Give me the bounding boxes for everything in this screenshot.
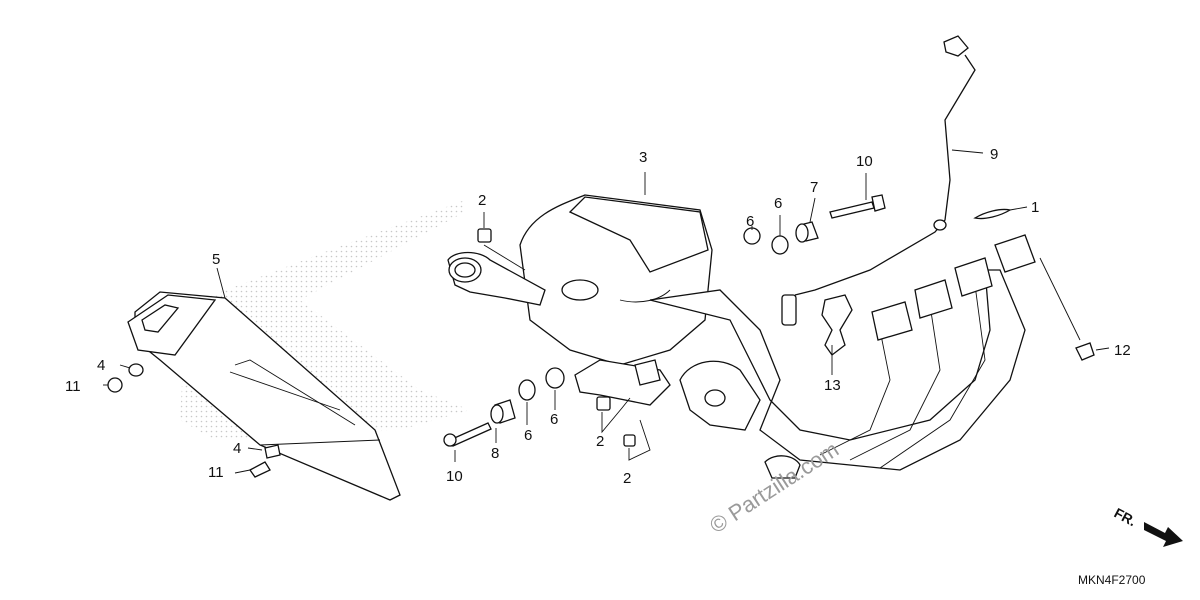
rubber-mount-6-lower-a[interactable] [518, 379, 536, 401]
callout-7: 7 [810, 179, 818, 196]
callout-9: 9 [990, 146, 998, 163]
drawing-code: MKN4F2700 [1078, 573, 1146, 587]
rubber-mount-6-upper-a[interactable] [743, 227, 761, 245]
bolt-11-upper[interactable] [107, 377, 123, 393]
callout-10-upper: 10 [856, 153, 873, 170]
nut-2-upper[interactable] [477, 228, 492, 243]
oxygen-sensor[interactable] [781, 35, 976, 326]
callout-11-lower: 11 [208, 464, 224, 481]
bolt-10-lower[interactable] [443, 422, 492, 447]
callout-13: 13 [824, 377, 841, 394]
nut-2-lower-b[interactable] [623, 434, 636, 447]
header-flange-tubes [871, 234, 1036, 341]
sensor-bracket[interactable] [821, 294, 853, 356]
callout-6-lower-a: 6 [524, 427, 532, 444]
cap-nut-12[interactable] [1075, 342, 1095, 361]
collar-7[interactable] [795, 221, 819, 243]
front-direction-label: FR. [1112, 505, 1139, 530]
bolt-10-upper[interactable] [829, 194, 886, 219]
callout-1: 1 [1031, 199, 1039, 216]
callout-4-upper: 4 [97, 357, 105, 374]
callout-6-upper-a: 6 [746, 213, 754, 230]
callout-2-upper: 2 [478, 192, 486, 209]
callout-2-lower-a: 2 [596, 433, 604, 450]
front-arrow-icon [1144, 522, 1183, 547]
rubber-mount-6-lower-b[interactable] [545, 367, 565, 389]
callout-3: 3 [639, 149, 647, 166]
gasket-1[interactable] [973, 208, 1012, 220]
exhaust-chamber[interactable] [447, 194, 713, 406]
spring-nut-4-lower[interactable] [264, 444, 281, 459]
muffler-silencer[interactable] [127, 291, 401, 501]
nut-2-lower-a[interactable] [596, 396, 611, 411]
callout-10-lower: 10 [446, 468, 463, 485]
callout-11-upper: 11 [65, 378, 81, 395]
rubber-mount-6-upper-b[interactable] [771, 235, 789, 255]
exhaust-pipe-assembly[interactable] [649, 234, 1036, 479]
callout-5: 5 [212, 251, 220, 268]
callout-6-lower-b: 6 [550, 411, 558, 428]
screw-11-lower[interactable] [249, 461, 271, 478]
callout-2-lower-b: 2 [623, 470, 631, 487]
callout-leaders [103, 149, 1110, 474]
washer-4-upper[interactable] [128, 363, 144, 377]
collar-8[interactable] [490, 399, 516, 424]
watermark-text: © Partzilla.com [705, 436, 843, 538]
callout-8: 8 [491, 445, 499, 462]
callout-6-upper-b: 6 [774, 195, 782, 212]
callout-4-lower: 4 [233, 440, 241, 457]
front-direction-indicator: FR. [1112, 505, 1183, 547]
callout-12: 12 [1114, 342, 1131, 359]
